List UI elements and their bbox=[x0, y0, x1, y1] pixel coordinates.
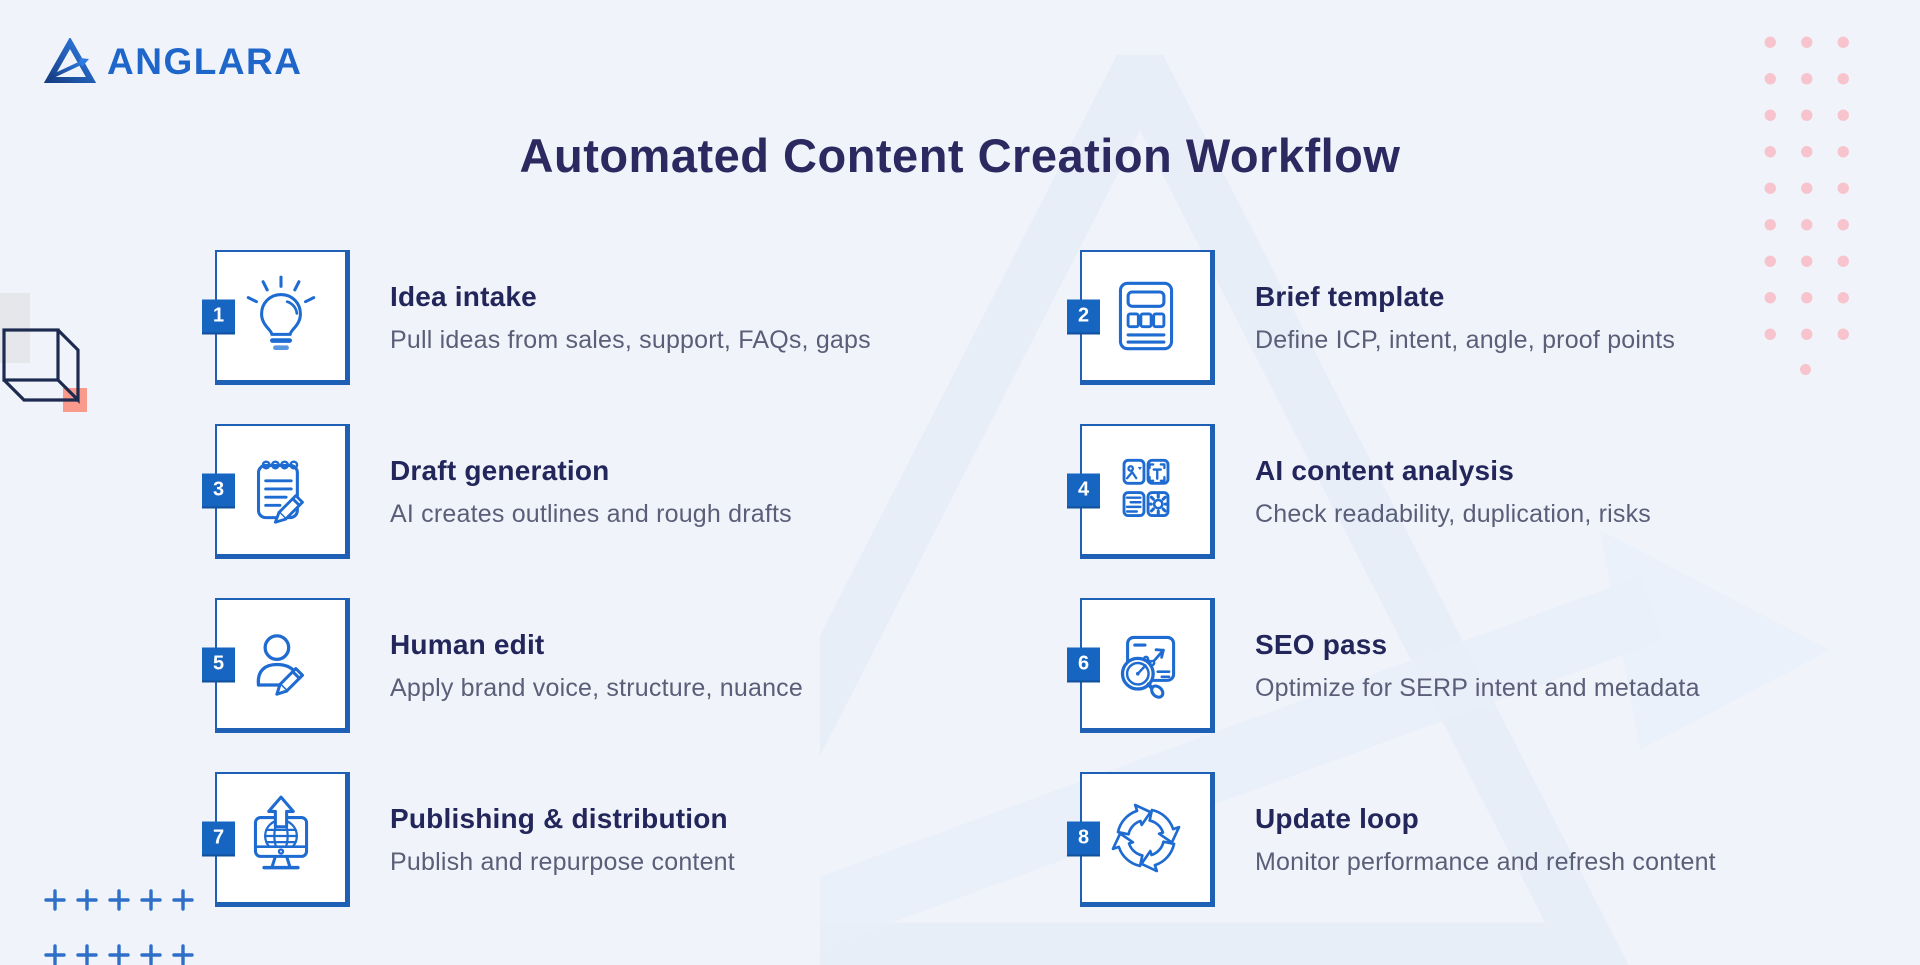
step-description: Monitor performance and refresh content bbox=[1255, 847, 1716, 876]
seo-analytics-icon bbox=[1120, 635, 1176, 699]
step-icon-box: 1 bbox=[202, 250, 350, 385]
brief-form-icon bbox=[1118, 281, 1174, 351]
step-number-badge: 2 bbox=[1067, 299, 1100, 333]
step-icon-box: 8 bbox=[1067, 772, 1215, 907]
dot-grid-extra-dot bbox=[1800, 364, 1811, 375]
step-number-badge: 6 bbox=[1067, 647, 1100, 681]
step-description: Publish and repurpose content bbox=[390, 847, 735, 876]
refresh-cycle-icon bbox=[1111, 803, 1181, 873]
step-icon-box: 5 bbox=[202, 598, 350, 733]
step-card-brief-template: 2 Brief template Define ICP, intent, ang… bbox=[1067, 250, 1920, 385]
plus-grid-pattern bbox=[44, 889, 194, 965]
step-number-badge: 1 bbox=[202, 299, 235, 333]
dot-grid-pattern bbox=[1752, 24, 1862, 353]
step-title: AI content analysis bbox=[1255, 454, 1514, 486]
step-description: Define ICP, intent, angle, proof points bbox=[1255, 325, 1676, 354]
step-card-ai-content-analysis: 4 bbox=[1067, 424, 1920, 559]
lightbulb-icon bbox=[246, 275, 316, 350]
step-icon-box: 2 bbox=[1067, 250, 1215, 385]
step-card-publishing-distribution: 7 bbox=[202, 772, 1080, 907]
step-title: Brief template bbox=[1255, 280, 1445, 312]
steps-grid: 1 Idea intake Pul bbox=[202, 250, 1920, 907]
person-pencil-icon bbox=[256, 634, 305, 696]
notepad-pencil-icon bbox=[256, 460, 304, 524]
step-icon-box: 4 bbox=[1067, 424, 1215, 559]
brand-logo-text: ANGLARA bbox=[107, 41, 303, 82]
step-description: Optimize for SERP intent and metadata bbox=[1255, 673, 1700, 702]
step-number-badge: 7 bbox=[202, 821, 235, 855]
brand-logo: ANGLARA bbox=[43, 38, 302, 86]
step-title: Idea intake bbox=[390, 280, 537, 312]
step-card-idea-intake: 1 Idea intake Pul bbox=[202, 250, 1080, 385]
step-description: Check readability, duplication, risks bbox=[1255, 499, 1651, 528]
brand-logo-mark-icon bbox=[43, 38, 97, 83]
step-icon-box: 7 bbox=[202, 772, 350, 907]
watermark-triangle-arrow bbox=[820, 55, 1830, 965]
step-description: AI creates outlines and rough drafts bbox=[390, 499, 792, 528]
step-card-draft-generation: 3 bbox=[202, 424, 1080, 559]
step-title: Draft generation bbox=[390, 454, 610, 486]
step-number-badge: 5 bbox=[202, 647, 235, 681]
content-grid-icon bbox=[1122, 458, 1170, 517]
cube-decoration-icon bbox=[0, 293, 87, 412]
step-title: Human edit bbox=[390, 628, 545, 660]
publish-globe-icon bbox=[253, 795, 309, 870]
step-description: Apply brand voice, structure, nuance bbox=[390, 673, 803, 702]
step-number-badge: 4 bbox=[1067, 473, 1100, 507]
step-icon-box: 3 bbox=[202, 424, 350, 559]
step-icon-box: 6 bbox=[1067, 598, 1215, 733]
step-title: SEO pass bbox=[1255, 628, 1388, 660]
step-number-badge: 3 bbox=[202, 473, 235, 507]
step-card-update-loop: 8 Update loop Monitor performance and re… bbox=[1067, 772, 1920, 907]
step-title: Update loop bbox=[1255, 802, 1419, 834]
step-number-badge: 8 bbox=[1067, 821, 1100, 855]
step-card-human-edit: 5 Human edit Apply brand voice, structur… bbox=[202, 598, 1080, 733]
step-title: Publishing & distribution bbox=[390, 802, 728, 834]
page-title: Automated Content Creation Workflow bbox=[519, 129, 1401, 182]
step-card-seo-pass: 6 SEO bbox=[1067, 598, 1920, 733]
step-description: Pull ideas from sales, support, FAQs, ga… bbox=[390, 325, 871, 354]
